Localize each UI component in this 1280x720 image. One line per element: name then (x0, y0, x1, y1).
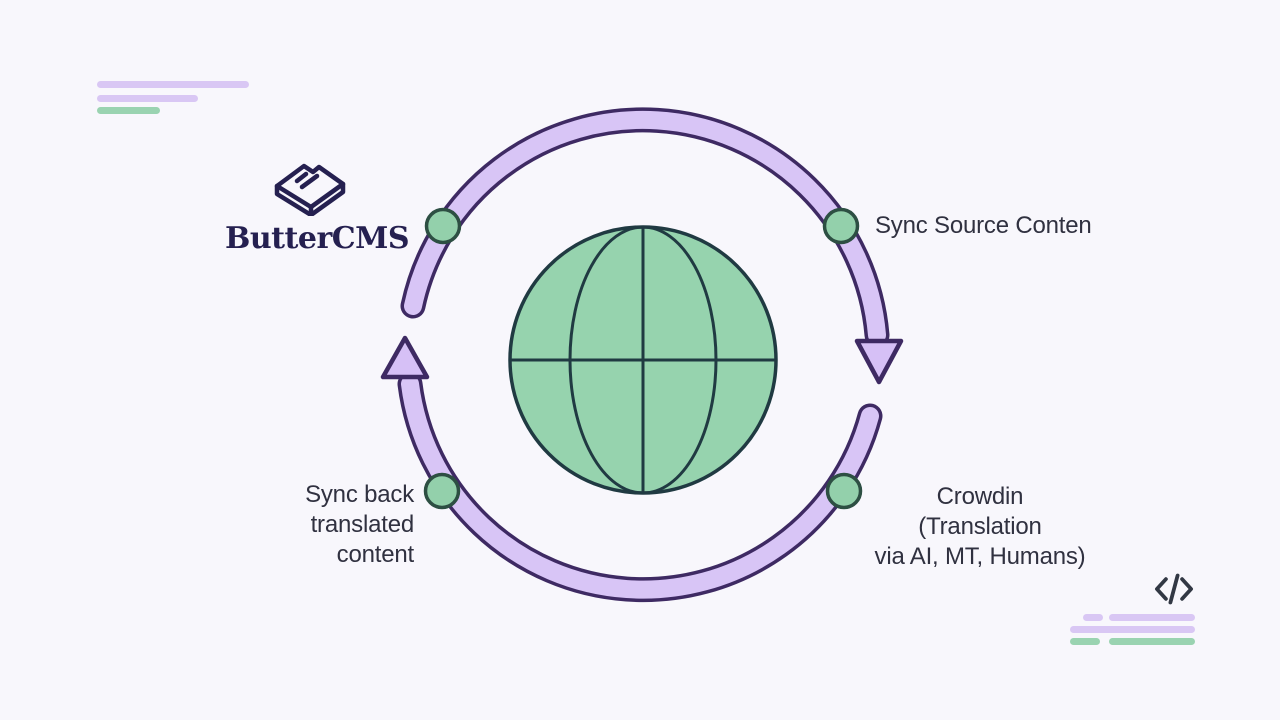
butter-mark-large (299, 173, 320, 190)
decoration-line (1070, 626, 1195, 633)
decoration-line (1083, 614, 1103, 621)
butter-mark-small (294, 171, 309, 184)
arrowhead-down-icon (854, 338, 904, 385)
code-slash (1168, 573, 1180, 605)
code-right-bracket (1180, 577, 1193, 601)
decoration-line (1109, 638, 1195, 645)
decoration-line (97, 95, 198, 102)
node-top-right (822, 207, 860, 245)
code-icon (1155, 573, 1193, 605)
node-bottom-left (423, 472, 461, 510)
node-bottom-right (825, 472, 863, 510)
cycle-nodes (423, 207, 863, 510)
node-top-left (424, 207, 462, 245)
label-sync-back-line2: content (336, 541, 415, 568)
arrowhead-up-icon (380, 335, 430, 380)
decoration-line (1070, 638, 1100, 645)
label-crowdin: Crowdin (Translation via AI, MT, Humans) (872, 482, 1088, 572)
label-sync-back-line1: Sync back translated (305, 481, 414, 538)
label-sync-source-content: Sync Source Conten (875, 212, 1092, 239)
buttercms-wordmark: ButterCMS (225, 221, 410, 256)
label-crowdin-line2: via AI, MT, Humans) (874, 543, 1086, 570)
label-crowdin-line1: Crowdin (Translation (918, 483, 1042, 540)
globe-icon (508, 225, 778, 495)
butter-stick-icon (274, 163, 346, 216)
label-sync-back: Sync back translated content (198, 480, 414, 570)
code-left-bracket (1155, 577, 1168, 601)
decoration-line (97, 81, 249, 88)
decoration-line (1109, 614, 1195, 621)
decoration-line (97, 107, 160, 114)
